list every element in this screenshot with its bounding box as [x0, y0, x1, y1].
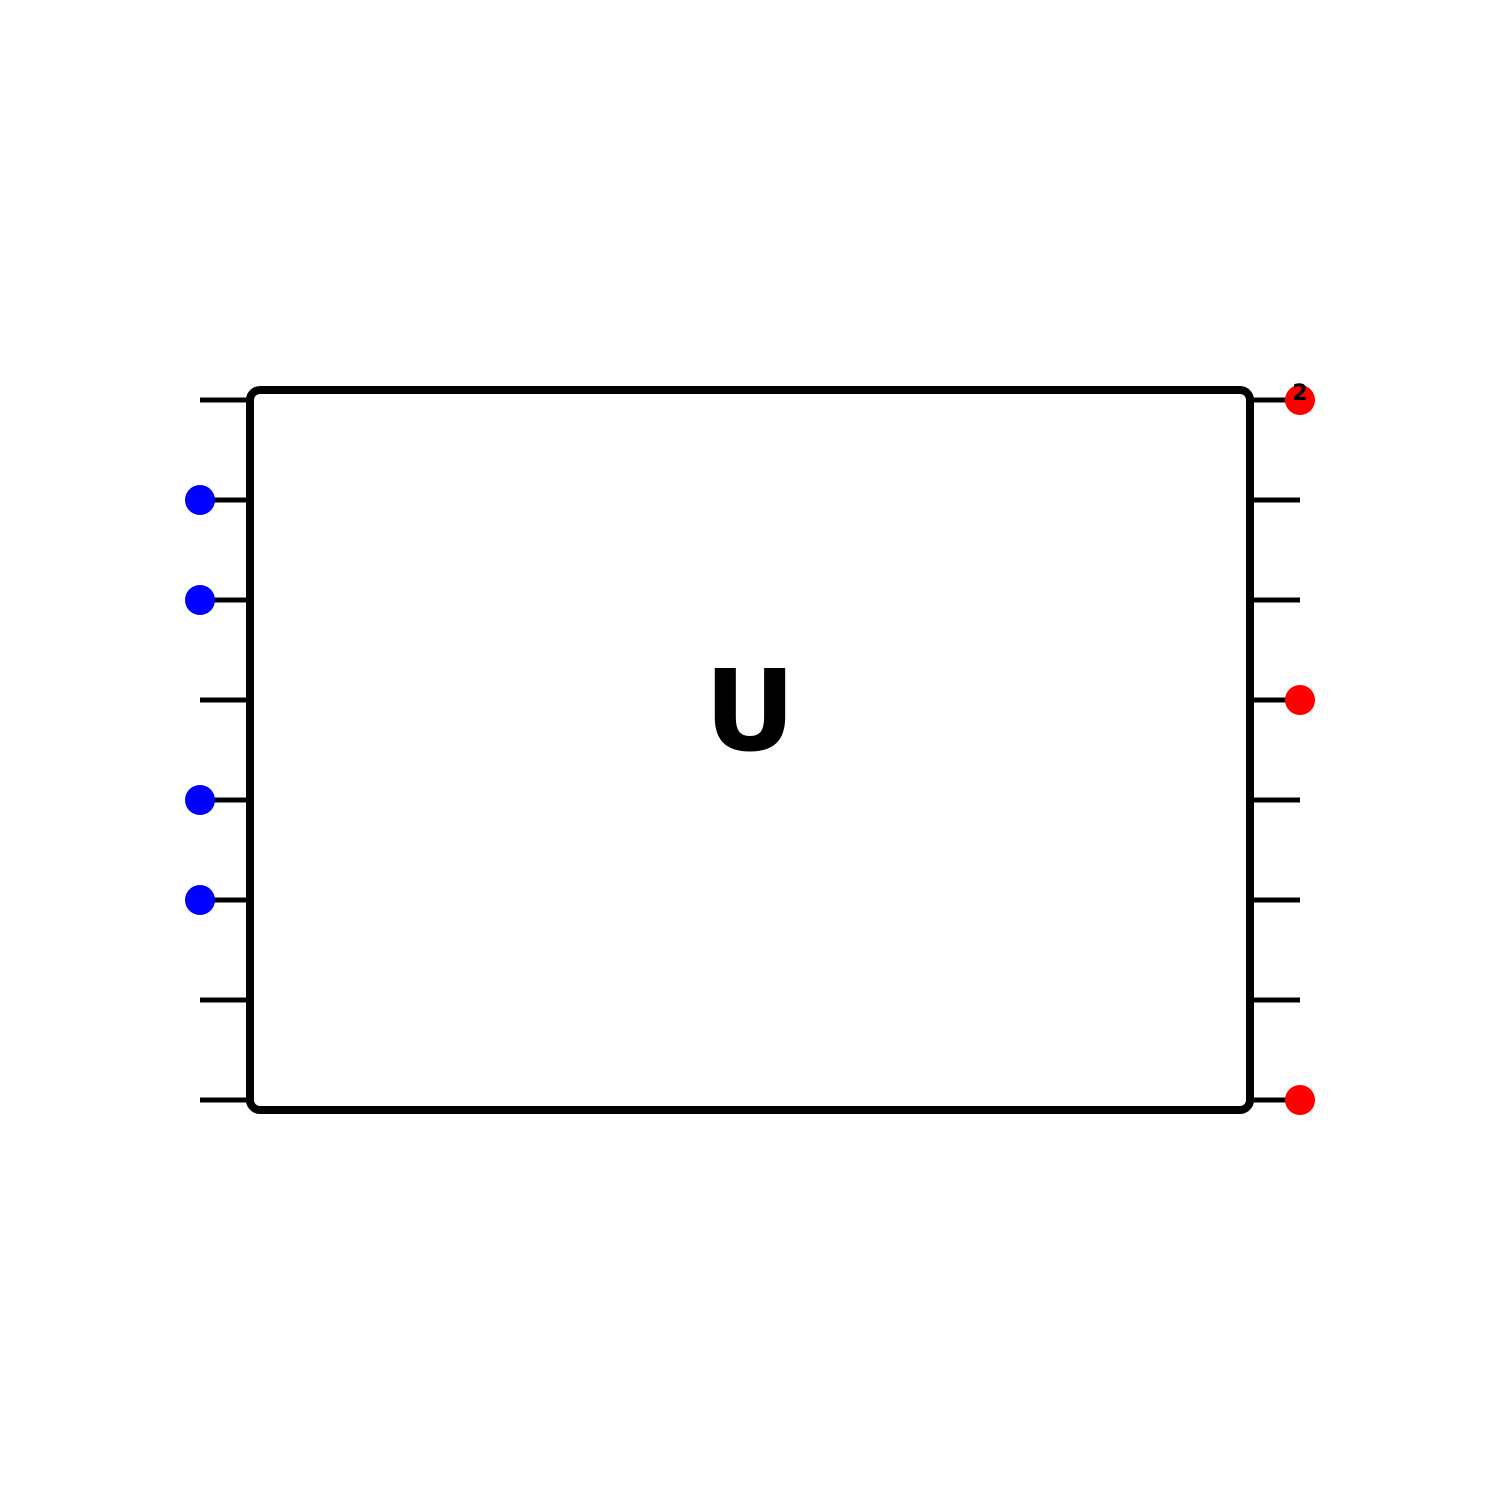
- left-pin-marker-3: [185, 585, 215, 615]
- block-label: U: [705, 647, 796, 777]
- right-pin-marker-8: [1285, 1085, 1315, 1115]
- pin-annotation: 2: [1292, 381, 1307, 406]
- left-pin-marker-2: [185, 485, 215, 515]
- block-body: [246, 386, 1254, 1114]
- pins-group: [185, 385, 1315, 1115]
- left-pin-marker-5: [185, 785, 215, 815]
- right-pin-marker-1: [1285, 385, 1315, 415]
- right-pin-marker-4: [1285, 685, 1315, 715]
- left-pin-marker-6: [185, 885, 215, 915]
